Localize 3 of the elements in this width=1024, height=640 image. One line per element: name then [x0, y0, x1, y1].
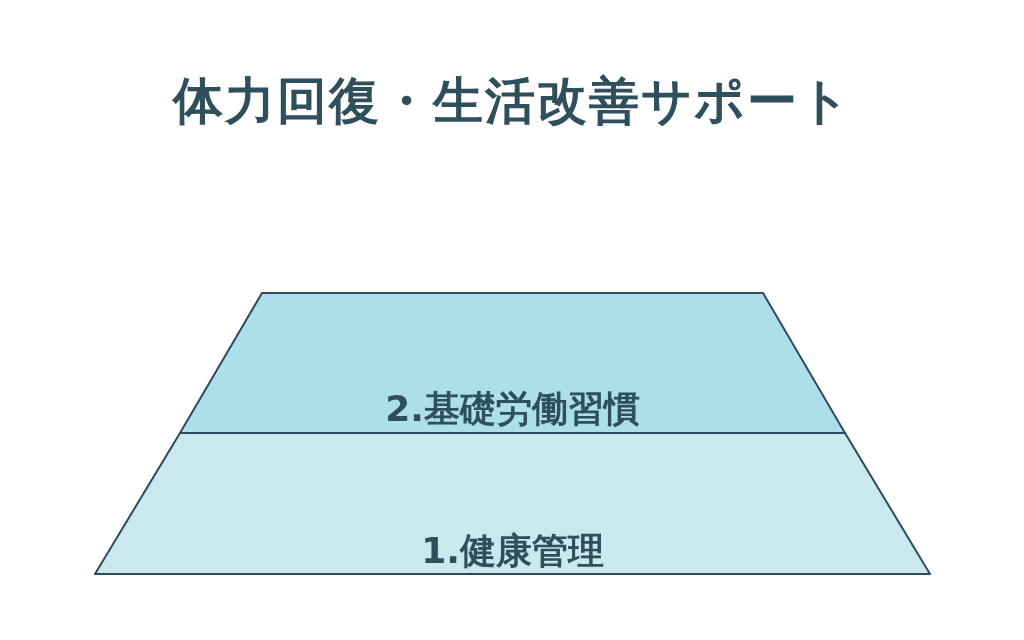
- diagram-title: 体力回復・生活改善サポート: [172, 72, 852, 130]
- layer-label: 1.健康管理: [420, 529, 605, 573]
- layer-label: 2.基礎労働習慣: [384, 387, 641, 431]
